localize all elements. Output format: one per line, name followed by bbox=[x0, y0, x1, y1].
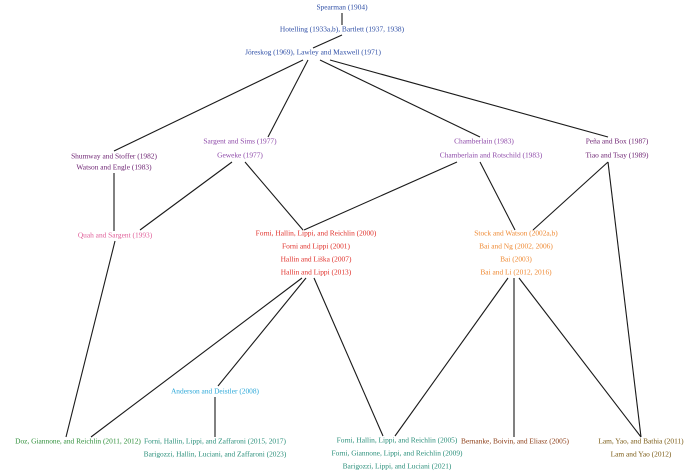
node-n2-line-1: Hotelling (1933a,b), Bartlett (1937, 193… bbox=[280, 25, 405, 34]
edge-layer bbox=[65, 13, 642, 438]
label-layer: Spearman (1904) Hotelling (1933a,b), Bar… bbox=[15, 3, 684, 471]
node-n7-line-2: Tiao and Tsay (1989) bbox=[586, 151, 649, 160]
edge-n7-n16 bbox=[607, 161, 642, 438]
node-n16-line-2: Lam and Yao (2012) bbox=[611, 450, 672, 459]
edge-n3-n5 bbox=[267, 59, 309, 138]
edge-n9-n11 bbox=[217, 277, 307, 387]
node-n9-line-4: Hallin and Lippi (2013) bbox=[281, 268, 352, 277]
edge-n3-n6 bbox=[319, 59, 481, 138]
edge-n6-n10 bbox=[479, 161, 516, 231]
node-n13-line-1: Forni, Hallin, Lippi, and Zaffaroni (201… bbox=[144, 437, 286, 446]
node-n14-line-3: Barigozzi, Lippi, and Luciani (2021) bbox=[343, 462, 452, 471]
edge-n6-n9 bbox=[303, 161, 458, 231]
node-n15-line-1: Bernanke, Boivin, and Eliasz (2005) bbox=[461, 437, 569, 446]
edge-n9-n14 bbox=[313, 277, 384, 437]
node-n11-line-1: Anderson and Deistler (2008) bbox=[171, 387, 260, 396]
edge-n9-n12 bbox=[90, 277, 303, 438]
edge-n2-n3 bbox=[312, 34, 343, 49]
node-n14-line-2: Forni, Giannone, Lippi, and Reichlin (20… bbox=[332, 449, 463, 458]
node-n4-line-2: Watson and Engle (1983) bbox=[76, 163, 152, 172]
edge-n10-n16 bbox=[518, 277, 642, 438]
node-n6-line-2: Chamberlain and Rotschild (1983) bbox=[440, 151, 543, 160]
edge-n7-n10 bbox=[532, 161, 609, 231]
node-n10-line-3: Bai (2003) bbox=[500, 255, 532, 264]
edge-n5-n9 bbox=[244, 161, 304, 231]
node-n10-line-4: Bai and Li (2012, 2016) bbox=[480, 268, 552, 277]
node-n7-line-1: Peña and Box (1987) bbox=[586, 137, 649, 146]
node-n9-line-3: Hallin and Liška (2007) bbox=[281, 255, 352, 264]
node-n5-line-2: Geweke (1977) bbox=[217, 151, 263, 160]
edge-n8-n12 bbox=[65, 240, 116, 438]
node-n9-line-2: Forni and Lippi (2001) bbox=[282, 242, 350, 251]
node-n6-line-1: Chamberlain (1983) bbox=[454, 137, 514, 146]
node-n1-line-1: Spearman (1904) bbox=[316, 3, 368, 12]
node-n3-line-1: Jöreskog (1969), Lawley and Maxwell (197… bbox=[245, 48, 381, 57]
edge-n3-n7 bbox=[329, 59, 609, 138]
node-n13-line-2: Barigozzi, Hallin, Luciani, and Zaffaron… bbox=[144, 450, 287, 459]
node-n4-line-1: Shumway and Stoffer (1982) bbox=[71, 152, 157, 161]
node-n10-line-2: Bai and Ng (2002, 2006) bbox=[479, 242, 553, 251]
node-n8-line-1: Quah and Sargent (1993) bbox=[78, 231, 153, 240]
node-n5-line-1: Sargent and Sims (1977) bbox=[203, 137, 277, 146]
node-n10-line-1: Stock and Watson (2002a,b) bbox=[474, 229, 558, 238]
edge-n10-n14 bbox=[394, 277, 509, 437]
node-n12-line-1: Doz, Giannone, and Reichlin (2011, 2012) bbox=[15, 437, 141, 446]
edge-n3-n4 bbox=[113, 59, 304, 152]
node-n9-line-1: Forni, Hallin, Lippi, and Reichlin (2000… bbox=[256, 229, 377, 238]
node-n14-line-1: Forni, Hallin, Lippi, and Reichlin (2005… bbox=[337, 436, 458, 445]
edge-n5-n8 bbox=[139, 161, 233, 231]
node-n16-line-1: Lam, Yao, and Bathia (2011) bbox=[598, 437, 684, 446]
